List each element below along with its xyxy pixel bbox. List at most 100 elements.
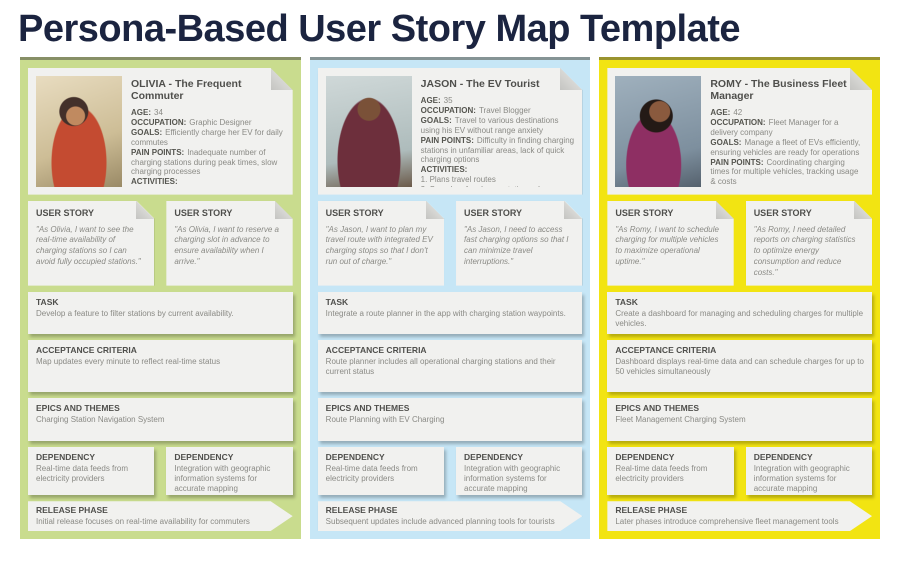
task-label: TASK <box>36 296 59 307</box>
persona-photo <box>615 76 701 187</box>
acceptance-criteria-label: ACCEPTANCE CRITERIA <box>36 345 137 356</box>
persona-activities-label: ACTIVITIES: <box>131 177 178 187</box>
release-phase-text: Later phases introduce comprehensive fle… <box>615 517 839 527</box>
user-story-row: USER STORY "As Romy, I want to schedule … <box>607 201 872 286</box>
dependency-row: DEPENDENCY Real-time data feeds from ele… <box>28 447 293 496</box>
dependency-label: DEPENDENCY <box>753 452 813 463</box>
epics-themes-card: EPICS AND THEMES Charging Station Naviga… <box>28 397 293 442</box>
user-story-text: "As Olivia, I want to reserve a charging… <box>174 224 279 267</box>
task-label: TASK <box>615 296 638 307</box>
persona-pain-label: PAIN POINTS: <box>710 157 764 167</box>
persona-occupation-row: OCCUPATION:Fleet Manager for a delivery … <box>710 118 864 138</box>
user-story-text: "As Jason, I need to access fast chargin… <box>464 224 569 267</box>
release-phase-text: Subsequent updates include advanced plan… <box>325 517 555 527</box>
dependency-label: DEPENDENCY <box>615 452 675 463</box>
persona-occupation-value: Graphic Designer <box>189 117 252 127</box>
epics-themes-label: EPICS AND THEMES <box>325 402 410 413</box>
persona-column-romy: ROMY - The Business Fleet Manager AGE:42… <box>599 57 881 539</box>
persona-photo <box>326 76 412 187</box>
acceptance-criteria-label: ACCEPTANCE CRITERIA <box>615 345 717 356</box>
persona-activities-header: ACTIVITIES: <box>131 177 285 186</box>
persona-occupation-row: OCCUPATION:Graphic Designer <box>131 118 285 128</box>
persona-goals-row: GOALS:Travel to various destinations usi… <box>421 116 575 136</box>
dependency-text: Integration with geographic information … <box>174 464 271 494</box>
epics-themes-card: EPICS AND THEMES Route Planning with EV … <box>317 397 583 442</box>
dependency-text: Integration with geographic information … <box>464 464 561 494</box>
persona-goals-row: GOALS:Efficiently charge her EV for dail… <box>131 128 285 148</box>
release-phase-card: RELEASE PHASE Later phases introduce com… <box>607 501 872 531</box>
dependency-card: DEPENDENCY Real-time data feeds from ele… <box>607 447 734 496</box>
persona-pain-value: Difficulty in finding charging stations … <box>420 135 575 165</box>
user-story-label: USER STORY <box>174 207 233 218</box>
user-story-row: USER STORY "As Jason, I want to plan my … <box>318 201 583 286</box>
epics-themes-text: Charging Station Navigation System <box>36 414 165 424</box>
user-story-text: "As Romy, I need detailed reports on cha… <box>753 224 856 277</box>
persona-goals-value: Travel to various destinations using his… <box>420 115 559 135</box>
task-card: TASK Develop a feature to filter station… <box>28 291 293 335</box>
story-map-board: OLIVIA - The Frequent Commuter AGE:34 OC… <box>20 57 881 539</box>
dependency-label: DEPENDENCY <box>325 452 385 463</box>
user-story-card: USER STORY "As Olivia, I want to reserve… <box>166 201 292 286</box>
epics-themes-text: Fleet Management Charging System <box>615 414 746 424</box>
persona-age-label: AGE: <box>710 108 731 117</box>
dependency-text: Integration with geographic information … <box>753 464 850 494</box>
acceptance-criteria-text: Map updates every minute to reflect real… <box>36 357 221 367</box>
task-text: Integrate a route planner in the app wit… <box>325 308 566 318</box>
persona-age-value: 42 <box>733 108 743 117</box>
dependency-card: DEPENDENCY Integration with geographic i… <box>745 447 873 496</box>
dependency-row: DEPENDENCY Real-time data feeds from ele… <box>317 447 583 496</box>
user-story-row: USER STORY "As Olivia, I want to see the… <box>28 201 293 286</box>
user-story-card: USER STORY "As Romy, I need detailed rep… <box>746 201 872 286</box>
acceptance-criteria-text: Dashboard displays real-time data and ca… <box>615 357 864 377</box>
persona-pain-row: PAIN POINTS:Inadequate number of chargin… <box>131 148 285 178</box>
release-phase-card: RELEASE PHASE Subsequent updates include… <box>318 501 583 531</box>
persona-age-value: 35 <box>443 96 453 105</box>
epics-themes-text: Route Planning with EV Charging <box>325 414 445 424</box>
persona-info: OLIVIA - The Frequent Commuter AGE:34 OC… <box>131 76 285 187</box>
persona-goals-label: GOALS: <box>131 127 163 137</box>
persona-pain-value: Coordinating charging times for multiple… <box>710 157 859 187</box>
persona-occupation-value: Fleet Manager for a delivery company <box>710 117 839 137</box>
epics-themes-card: EPICS AND THEMES Fleet Management Chargi… <box>607 397 873 442</box>
persona-activities-label: ACTIVITIES: <box>420 165 468 175</box>
dependency-text: Real-time data feeds from electricity pr… <box>615 464 708 484</box>
persona-goals-value: Efficiently charge her EV for daily comm… <box>131 127 283 147</box>
task-label: TASK <box>325 296 349 307</box>
persona-age-row: AGE:42 <box>710 108 864 118</box>
dependency-card: DEPENDENCY Real-time data feeds from ele… <box>317 447 445 496</box>
release-phase-text: Initial release focuses on real-time ava… <box>36 517 250 527</box>
persona-activity: 2. Searches for charge stations along ro… <box>421 185 575 186</box>
persona-column-jason: JASON - The EV Tourist AGE:35 OCCUPATION… <box>309 57 591 539</box>
user-story-label: USER STORY <box>325 207 384 218</box>
user-story-text: "As Romy, I want to schedule charging fo… <box>615 224 719 267</box>
persona-goals-label: GOALS: <box>420 115 452 125</box>
task-card: TASK Integrate a route planner in the ap… <box>317 291 583 335</box>
acceptance-criteria-label: ACCEPTANCE CRITERIA <box>325 345 427 356</box>
persona-pain-label: PAIN POINTS: <box>131 147 185 157</box>
persona-pain-row: PAIN POINTS:Difficulty in finding chargi… <box>421 136 575 166</box>
dependency-card: DEPENDENCY Integration with geographic i… <box>166 447 293 496</box>
persona-info: ROMY - The Business Fleet Manager AGE:42… <box>710 76 864 187</box>
release-phase-card: RELEASE PHASE Initial release focuses on… <box>28 501 293 531</box>
task-card: TASK Create a dashboard for managing and… <box>607 291 873 335</box>
dependency-label: DEPENDENCY <box>36 452 96 463</box>
acceptance-criteria-text: Route planner includes all operational c… <box>325 357 556 377</box>
persona-occupation-value: Travel Blogger <box>478 105 531 115</box>
release-phase-label: RELEASE PHASE <box>325 505 398 516</box>
dependency-label: DEPENDENCY <box>174 452 234 463</box>
dependency-row: DEPENDENCY Real-time data feeds from ele… <box>607 447 873 496</box>
persona-age-label: AGE: <box>131 108 151 117</box>
user-story-label: USER STORY <box>36 207 95 218</box>
task-text: Create a dashboard for managing and sche… <box>615 308 864 328</box>
release-phase-label: RELEASE PHASE <box>36 505 108 516</box>
user-story-label: USER STORY <box>615 207 674 218</box>
user-story-label: USER STORY <box>753 207 812 218</box>
task-text: Develop a feature to filter stations by … <box>36 308 234 318</box>
user-story-card: USER STORY "As Olivia, I want to see the… <box>28 201 154 286</box>
persona-card: OLIVIA - The Frequent Commuter AGE:34 OC… <box>28 68 293 195</box>
persona-activities-header: ACTIVITIES: <box>421 165 575 175</box>
persona-column-olivia: OLIVIA - The Frequent Commuter AGE:34 OC… <box>20 57 301 539</box>
persona-age-value: 34 <box>154 108 163 117</box>
dependency-text: Real-time data feeds from electricity pr… <box>36 464 129 484</box>
user-story-label: USER STORY <box>464 207 523 218</box>
